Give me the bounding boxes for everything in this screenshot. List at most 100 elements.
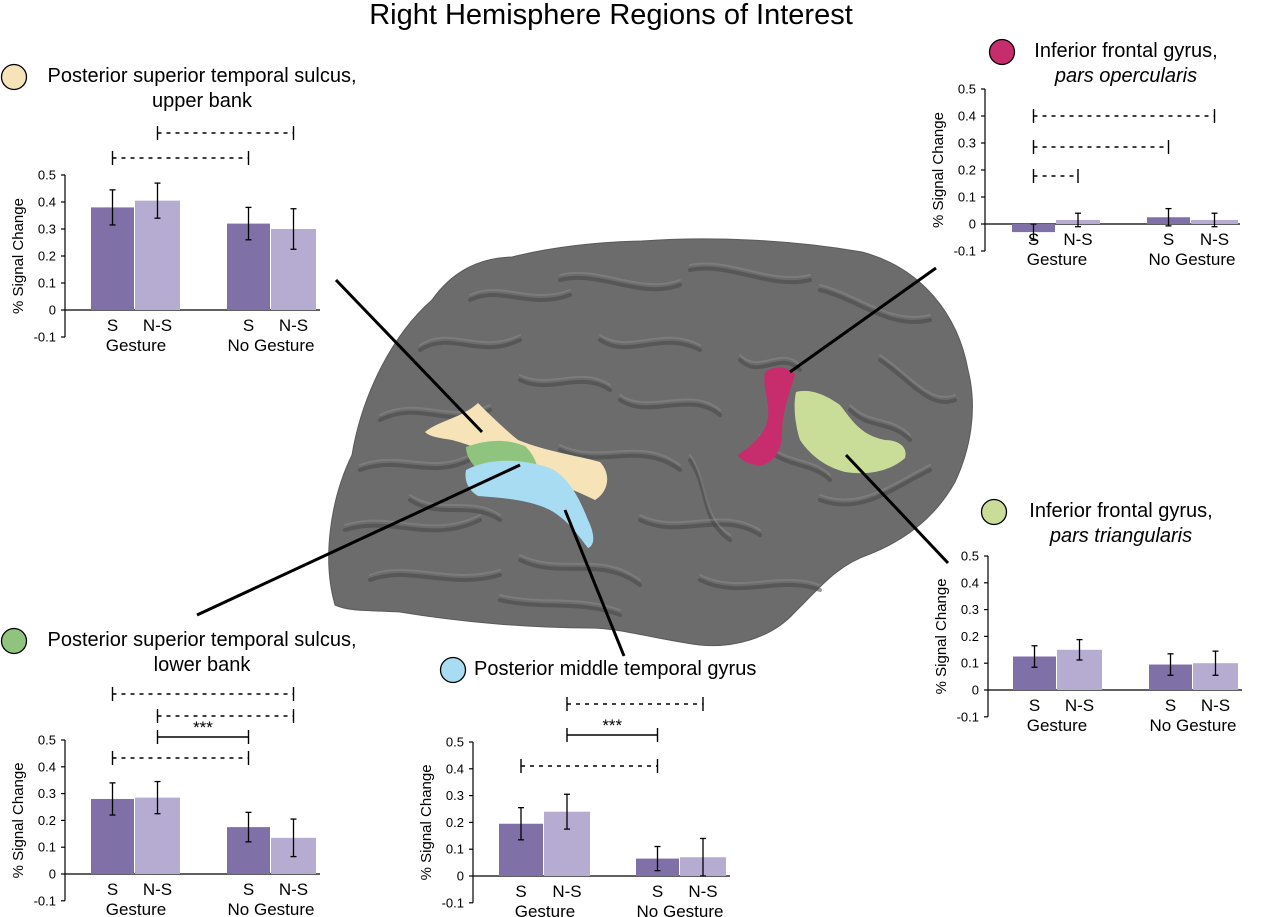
group-label: No Gesture <box>1149 250 1236 269</box>
y-tick-label: 0.4 <box>38 759 56 774</box>
chart-title-line: lower bank <box>154 654 252 676</box>
roi-color-dot <box>0 627 28 655</box>
brain-fold <box>848 408 912 442</box>
chart-title-line: pars triangularis <box>1049 525 1192 547</box>
condition-label: S <box>1029 696 1040 715</box>
y-tick-label: 0.1 <box>38 840 56 855</box>
significance-label: *** <box>602 716 622 735</box>
brain-fold <box>688 458 732 542</box>
y-tick-label: 0 <box>969 217 976 232</box>
brain-fold <box>818 468 932 507</box>
bar <box>135 200 180 310</box>
brain-fold-highlight <box>499 594 621 611</box>
roi-color-dot <box>980 498 1008 526</box>
group-label: Gesture <box>106 900 166 917</box>
y-tick-label: 0.1 <box>958 190 976 205</box>
connector-lines <box>196 266 950 657</box>
brain-fold <box>738 358 802 372</box>
chart-pstsu: Posterior superior temporal sulcus, upper… <box>0 63 357 355</box>
brain-fold-highlight <box>699 574 821 586</box>
chart-title-line: Inferior frontal gyrus, <box>1034 40 1217 62</box>
condition-label: N-S <box>688 882 717 901</box>
chart-title-line: Posterior superior temporal sulcus, <box>47 65 356 87</box>
y-tick-label: 0.5 <box>446 735 464 750</box>
y-tick-label: 0.4 <box>446 761 464 776</box>
y-tick-label: 0.5 <box>961 549 979 564</box>
brain-fold <box>598 338 702 352</box>
group-label: No Gesture <box>228 900 315 917</box>
condition-label: S <box>107 880 118 899</box>
brain-fold <box>878 358 957 404</box>
group-label: Gesture <box>1027 716 1087 735</box>
y-tick-label: 0.4 <box>958 109 976 124</box>
y-tick-label: 0.5 <box>958 82 976 97</box>
connector-line <box>844 453 950 565</box>
figure-title: Right Hemisphere Regions of Interest <box>369 0 853 31</box>
brain-fold-highlight <box>599 334 701 346</box>
y-tick-label: 0.2 <box>38 813 56 828</box>
chart-panels: Posterior superior temporal sulcus, upper… <box>0 38 1242 917</box>
y-tick-label: 0.3 <box>958 136 976 151</box>
y-tick-label: 0.4 <box>38 195 56 210</box>
y-tick-label: 0 <box>49 867 56 882</box>
chart-title-line: pars opercularis <box>1054 65 1197 87</box>
y-tick-label: 0.3 <box>38 786 56 801</box>
brain-fold-highlight <box>519 554 641 581</box>
y-axis-label: % Signal Change <box>933 578 950 694</box>
significance-label: *** <box>193 718 213 737</box>
brain-fold-highlight <box>559 444 681 466</box>
condition-label: S <box>1165 696 1176 715</box>
brain-fold-highlight <box>739 354 801 366</box>
roi-ifgtri <box>794 390 906 474</box>
brain-fold <box>558 448 682 472</box>
condition-label: S <box>1163 230 1174 249</box>
brain-fold <box>558 275 682 292</box>
brain-fold-highlight <box>689 262 811 279</box>
group-label: Gesture <box>106 336 166 355</box>
condition-label: N-S <box>279 880 308 899</box>
brain-fold <box>698 578 822 592</box>
y-tick-label: -0.1 <box>957 709 979 724</box>
y-tick-label: 0.5 <box>38 168 56 183</box>
brain-fold <box>468 293 572 302</box>
y-axis-label: % Signal Change <box>10 198 27 314</box>
brain-fold-highlight <box>519 374 611 386</box>
y-tick-label: 0.4 <box>961 575 979 590</box>
connector-line <box>196 463 521 617</box>
condition-label: N-S <box>1065 696 1094 715</box>
y-tick-label: -0.1 <box>954 244 976 259</box>
brain-fold <box>688 266 812 285</box>
brain-fold-highlight <box>559 271 681 286</box>
brain-fold <box>618 398 722 417</box>
y-tick-label: 0.1 <box>38 276 56 291</box>
brain-fold-highlight <box>879 354 956 398</box>
chart-title-line: Posterior middle temporal gyrus <box>474 658 756 680</box>
roi-color-dot <box>0 63 28 91</box>
brain-fold-highlight <box>689 454 731 536</box>
group-label: Gesture <box>515 902 575 917</box>
y-axis-label: % Signal Change <box>930 112 947 228</box>
condition-label: S <box>107 316 118 335</box>
condition-label: S <box>243 316 254 335</box>
y-tick-label: 0 <box>972 683 979 698</box>
condition-label: N-S <box>1063 230 1092 249</box>
roi-color-dot <box>439 656 467 684</box>
brain-fold-highlight <box>419 334 521 346</box>
roi-ifgop <box>738 367 795 466</box>
chart-title-line: upper bank <box>152 90 253 112</box>
brain-fold <box>518 558 642 587</box>
y-tick-label: 0.1 <box>961 656 979 671</box>
y-tick-label: 0.3 <box>446 788 464 803</box>
brain-fold-highlight <box>469 289 571 296</box>
connector-line <box>334 278 484 434</box>
brain-fold-highlight <box>819 464 931 501</box>
brain-fold <box>408 498 502 522</box>
y-tick-label: 0.1 <box>446 842 464 857</box>
y-axis-label: % Signal Change <box>10 762 27 878</box>
group-label: No Gesture <box>1150 716 1237 735</box>
brain-fold-highlight <box>409 494 501 516</box>
condition-label: N-S <box>279 316 308 335</box>
brain-fold-highlight <box>819 284 931 318</box>
brain-fold-highlight <box>369 569 501 576</box>
connector-line <box>563 509 626 657</box>
